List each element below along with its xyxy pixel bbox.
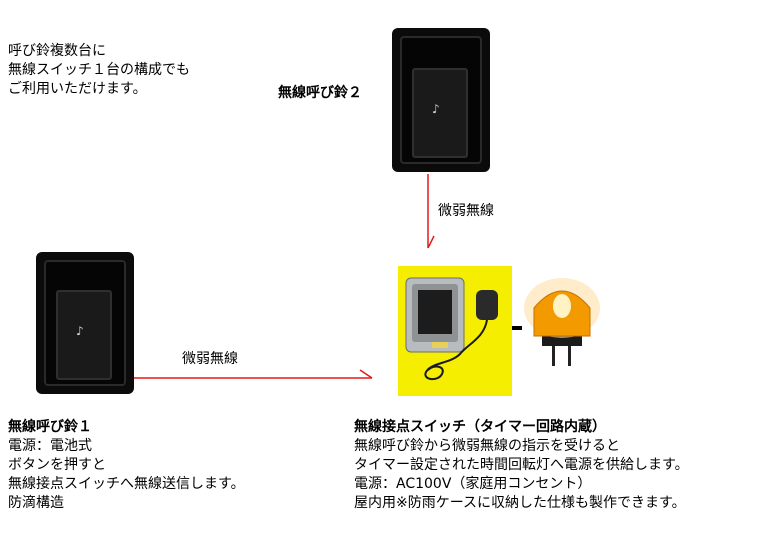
bell1-line-3: 無線接点スイッチへ無線送信します。	[8, 476, 245, 492]
bell1-photo: ♪	[36, 252, 134, 394]
switch-line-3: 電源：AC100V（家庭用コンセント）	[354, 476, 592, 492]
bell2-link-label: 微弱無線	[438, 203, 494, 219]
switch-line-4: 屋内用※防雨ケースに収納した仕様も製作できます。	[354, 495, 686, 511]
lamp-connector	[512, 326, 522, 330]
bell1-line-4: 防滴構造	[8, 495, 64, 511]
intro-line-1: 呼び鈴複数台に	[8, 43, 106, 59]
bell1-line-2: ボタンを押すと	[8, 457, 106, 473]
rotating-lamp-photo	[524, 278, 600, 366]
lamp-base	[542, 336, 582, 346]
switch-plate	[432, 342, 448, 348]
bell2-photo: ♪	[392, 28, 490, 172]
bell1-line-1: 電源：電池式	[8, 438, 92, 454]
cable	[424, 319, 488, 380]
lamp-cable-2	[568, 346, 571, 366]
bell2-label: 無線呼び鈴２	[278, 85, 362, 101]
switch-line-2: タイマー設定された時間回転灯へ電源を供給します。	[354, 457, 689, 473]
arrow-bell1-head	[359, 369, 373, 379]
switch-window	[418, 290, 452, 334]
bell1-link-label: 微弱無線	[182, 351, 238, 367]
bell1-button	[56, 290, 112, 380]
bell2-button	[412, 68, 468, 158]
switch-photo	[398, 266, 512, 396]
bell2-note-icon: ♪	[432, 102, 440, 116]
switch-title: 無線接点スイッチ（タイマー回路内蔵）	[354, 419, 606, 435]
lamp-highlight	[553, 294, 571, 318]
bell1-note-icon: ♪	[76, 324, 84, 338]
bell1-title: 無線呼び鈴１	[8, 419, 92, 435]
adapter-block	[476, 290, 498, 320]
lamp-cable	[552, 346, 555, 366]
arrow-bell2-head	[427, 235, 435, 249]
switch-line-1: 無線呼び鈴から微弱無線の指示を受けると	[354, 438, 620, 454]
intro-line-3: ご利用いただけます。	[8, 81, 147, 97]
intro-line-2: 無線スイッチ１台の構成でも	[8, 62, 190, 78]
